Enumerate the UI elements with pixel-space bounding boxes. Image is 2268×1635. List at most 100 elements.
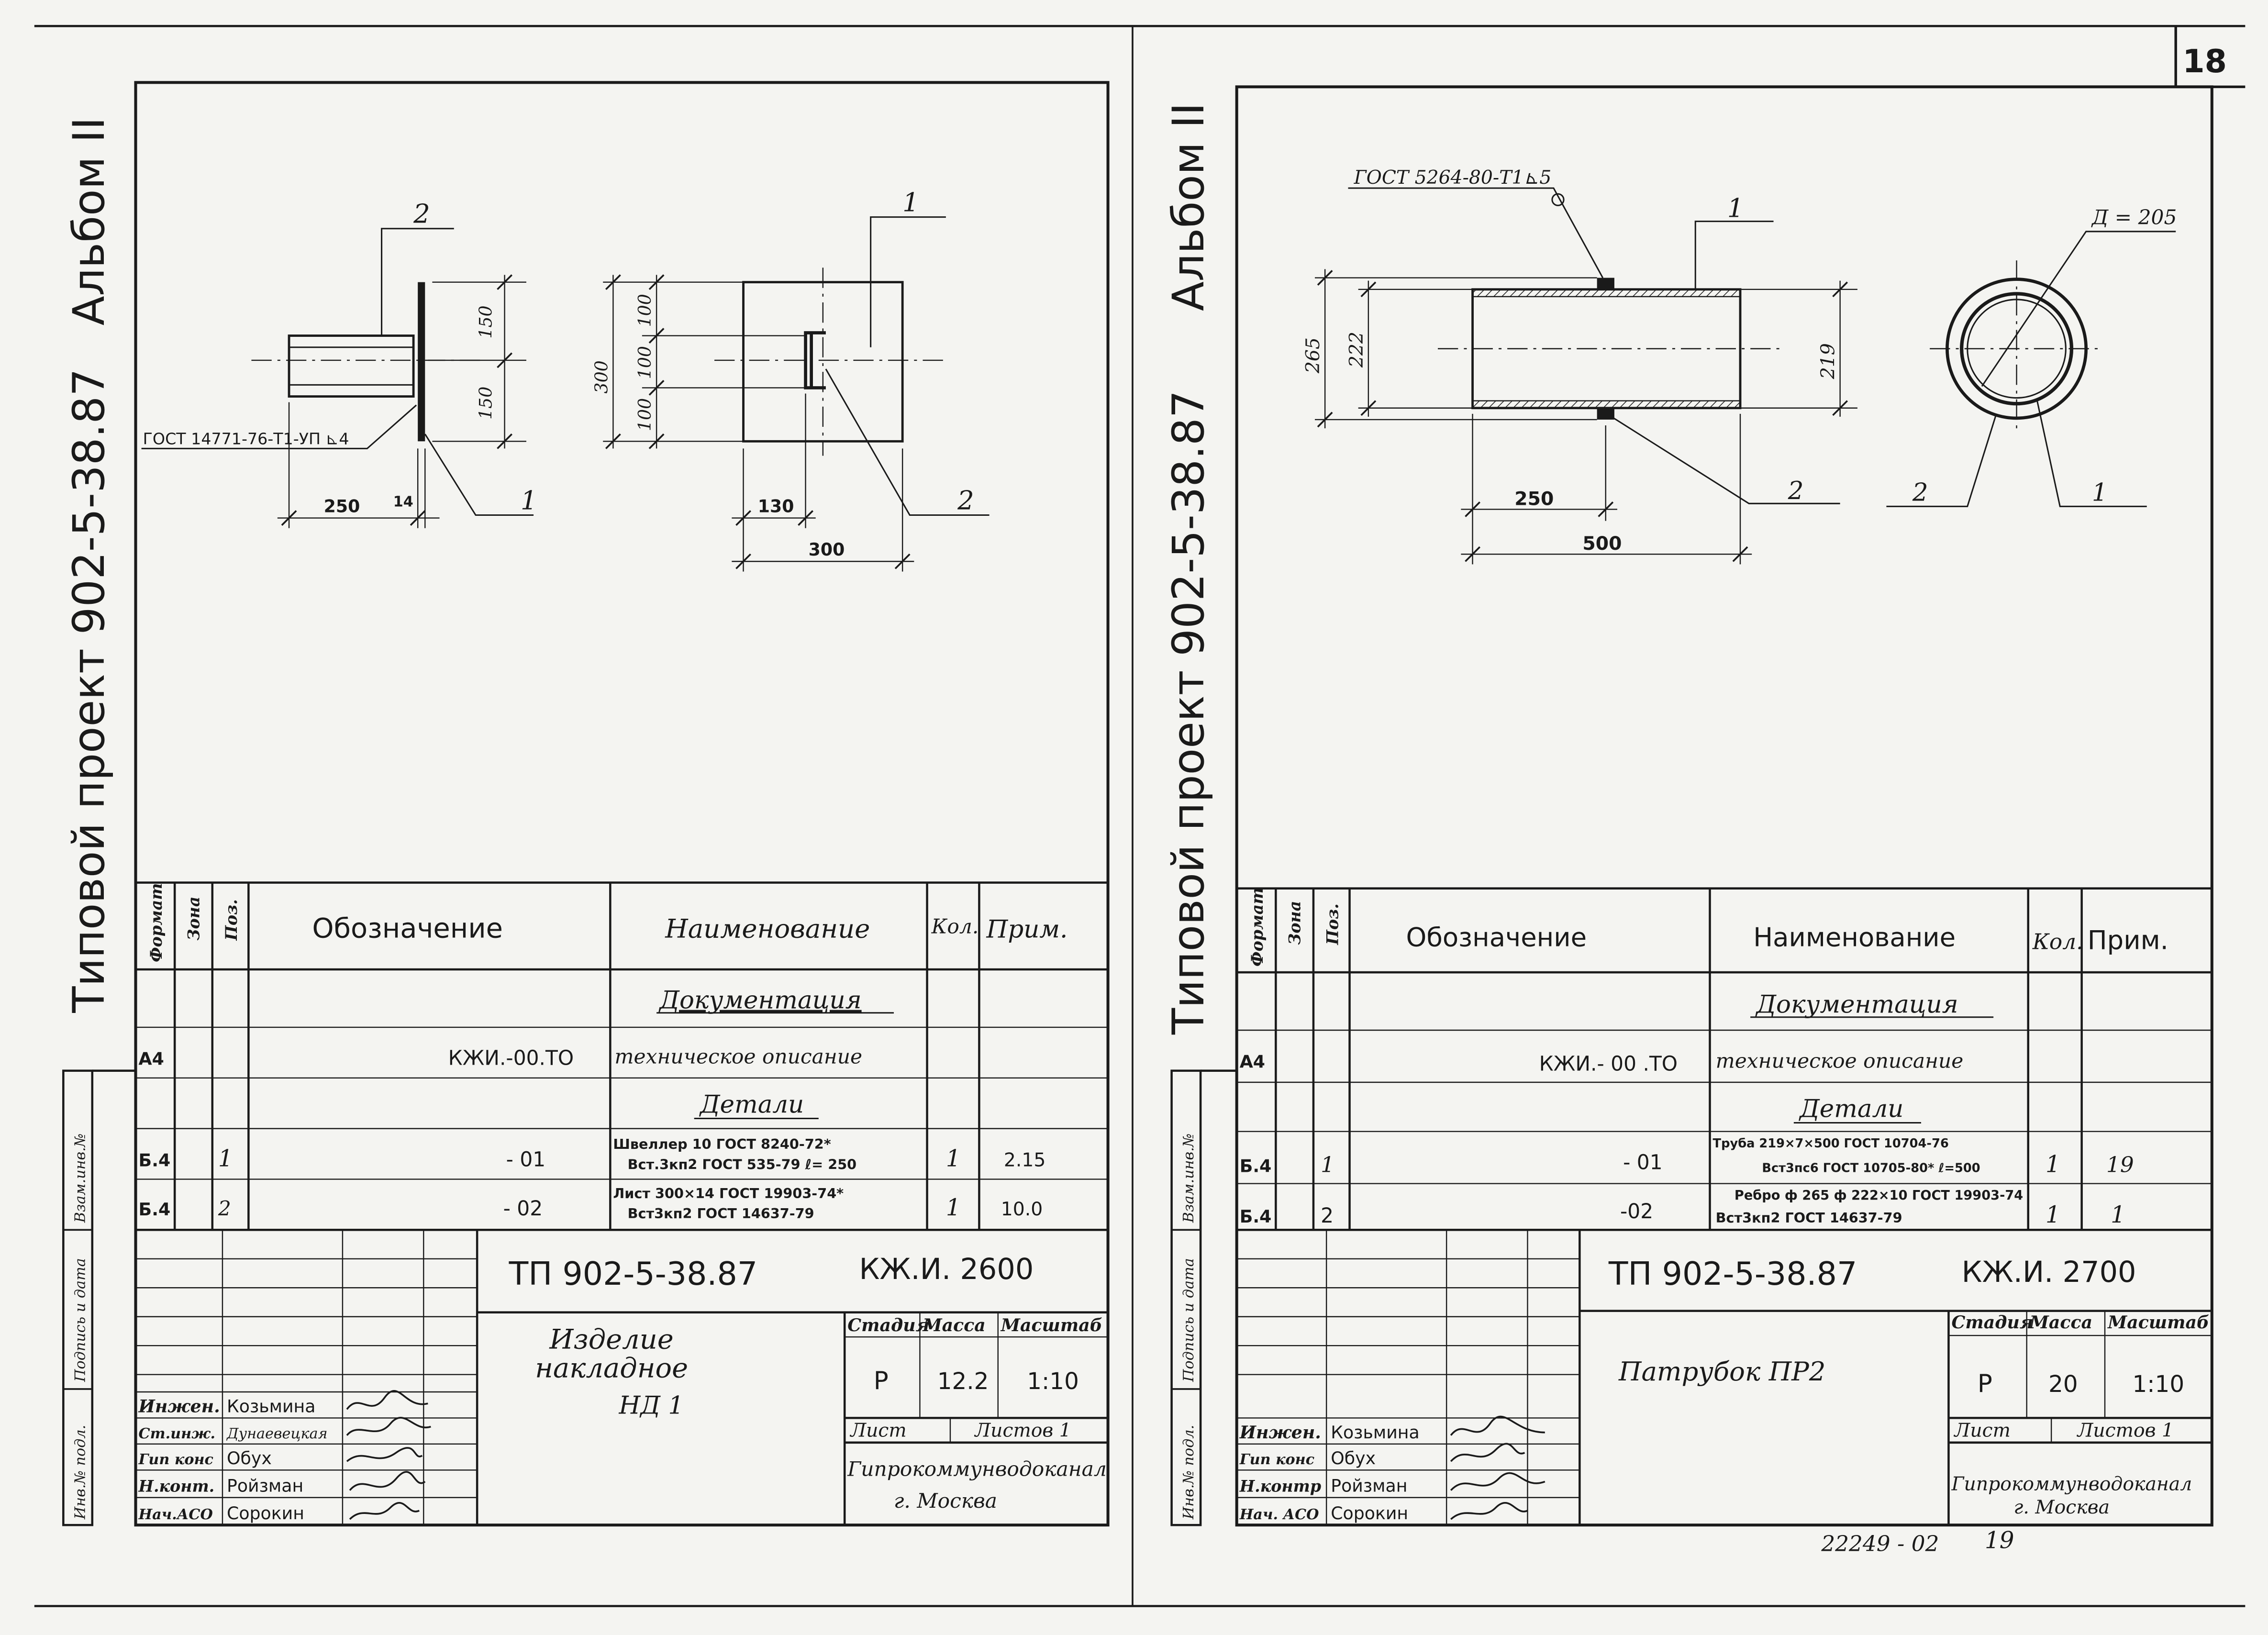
stamp-label-inv-replace: Взам.инв.№: [72, 1134, 89, 1223]
header-zone-right: Зона: [1286, 901, 1304, 945]
header-note-right: Прим.: [2088, 925, 2168, 956]
row1-format-right: Б.4: [1240, 1156, 1272, 1176]
title-block-right: ТП 902-5-38.87 КЖ.И. 2700 Патрубок ПР2 С…: [1236, 1230, 2212, 1525]
row1-name-line1-right: Труба 219×7×500 ГОСТ 10704-76: [1713, 1136, 1949, 1151]
tb-scale-right: 1:10: [2132, 1371, 2184, 1398]
tb-mass-label: Масса: [922, 1315, 986, 1335]
tb-stage-right: Р: [1978, 1369, 1992, 1398]
dim-300-bottom: 300: [809, 539, 845, 560]
footer-code: 22249 - 02: [1821, 1531, 1939, 1557]
row1-qty-right: 1: [2046, 1151, 2060, 1178]
dim-100-b: 100: [634, 346, 655, 379]
row1-qty: 1: [946, 1145, 961, 1172]
tb-sheet-label: Лист: [849, 1420, 906, 1442]
footer-page: 19: [1985, 1527, 2014, 1554]
rib-top: [1597, 278, 1614, 289]
drawing-frame: [134, 81, 1110, 1527]
dim-219: 219: [1818, 343, 1839, 379]
tb-project-right: ТП 902-5-38.87: [1608, 1255, 1857, 1292]
dim-130: 130: [758, 496, 794, 516]
tb-role-3: Гип конс: [138, 1451, 213, 1468]
row2-pos-right: 2: [1321, 1204, 1334, 1227]
tb-stage-label-right: Стадия: [1952, 1312, 2034, 1333]
tb-name-1-right: Козьмина: [1331, 1422, 1419, 1443]
row2-note-right: 1: [2111, 1201, 2125, 1228]
tb-name-4-right: Сорокин: [1331, 1503, 1408, 1524]
dim-100-c: 100: [634, 398, 655, 431]
spec-table-right: Формат Зона Поз. Обозначение Наименовани…: [1236, 887, 2212, 1231]
tb-stage-label: Стадия: [847, 1315, 929, 1335]
tb-role-1: Инжен.: [138, 1396, 220, 1416]
row2-designation-right: -02: [1620, 1200, 1653, 1223]
stamp-strip-right: Инв.№ подл. Подпись и дата Взам.инв.№: [1170, 1069, 1237, 1526]
signatures: [346, 1390, 431, 1520]
tb-name-2-right: Обух: [1331, 1448, 1376, 1468]
title-block: ТП 902-5-38.87 КЖ.И. 2600 Изделие наклад…: [135, 1230, 1108, 1525]
header-format: Формат: [147, 883, 166, 962]
tb-name-3-right: Ройзман: [1331, 1476, 1407, 1496]
tb-role-4: Н.конт.: [138, 1477, 215, 1496]
row2-qty: 1: [946, 1194, 961, 1221]
header-note: Прим.: [986, 915, 1068, 944]
page-number-box: 18: [2174, 26, 2246, 89]
plate-section: [418, 282, 425, 442]
tb-mass-right: 20: [2048, 1371, 2078, 1398]
tb-role-4-right: Нач. АСО: [1239, 1506, 1319, 1523]
tb-code-right: КЖ.И. 2700: [1962, 1256, 2136, 1289]
header-name-right: Наименование: [1753, 922, 1956, 953]
stamp-label-inv-replace-right: Взам.инв.№: [1180, 1134, 1197, 1223]
callout-pos2-end: 2: [1912, 478, 1928, 507]
tb-role-5: Нач.АСО: [138, 1506, 213, 1523]
dim-250: 250: [324, 496, 360, 516]
doc-row-designation: КЖИ.-00.ТО: [448, 1046, 574, 1070]
row1-note-right: 19: [2106, 1152, 2134, 1177]
stamp-strip: Инв.№ подл. Подпись и дата Взам.инв.№: [62, 1069, 136, 1526]
doc-row-designation-right: КЖИ.- 00 .ТО: [1539, 1052, 1678, 1076]
tb-org-line1: Гипрокоммунводоканал: [847, 1457, 1107, 1480]
pipe-end-view: Д = 205 2 1: [1886, 206, 2177, 507]
tb-name-3: Обух: [227, 1448, 272, 1468]
row1-pos: 1: [218, 1145, 233, 1172]
doc-row-name: техническое описание: [614, 1045, 862, 1068]
pipe-wall-bottom: [1472, 400, 1741, 409]
stamp-label-inv: Инв.№ подл.: [72, 1425, 89, 1520]
tb-role-2: Ст.инж.: [139, 1425, 216, 1442]
channel-side-view: 2 1 ГОСТ 14771-76-Т1-УП ⊾4 150 150 25: [141, 199, 537, 528]
section-details-right: Детали: [1799, 1094, 1903, 1123]
row2-name-line1: Лист 300×14 ГОСТ 19903-74*: [613, 1185, 844, 1201]
callout-pos1-end: 1: [2092, 478, 2108, 507]
pipe-wall-top: [1472, 289, 1741, 298]
row2-name-line2: Вст3кп2 ГОСТ 14637-79: [628, 1205, 814, 1222]
row2-designation: - 02: [503, 1197, 543, 1220]
callout-pos1-top: 1: [902, 187, 919, 217]
row1-name-line2: Вст.3кп2 ГОСТ 535-79 ℓ= 250: [628, 1156, 857, 1172]
tb-scale: 1:10: [1027, 1368, 1079, 1395]
tb-scale-label: Масштаб: [1000, 1315, 1102, 1335]
dim-14: 14: [393, 493, 413, 510]
tb-name-1: Козьмина: [227, 1396, 315, 1416]
doc-row-format: А4: [139, 1049, 164, 1069]
channel-body: [288, 334, 415, 398]
tb-name-5: Сорокин: [227, 1503, 304, 1524]
sheet-left: Типовой проект 902-5-38.87 Альбом II Инв…: [62, 81, 1110, 1527]
header-qty-right: Кол.: [2032, 929, 2083, 955]
tb-role-2-right: Гип конс: [1239, 1451, 1314, 1468]
row2-name-line1-right: Ребро ф 265 ф 222×10 ГОСТ 19903-74: [1734, 1188, 2023, 1203]
callout-pos2-top: 2: [413, 199, 430, 229]
tb-code: КЖ.И. 2600: [859, 1253, 1034, 1286]
dim-100-a: 100: [634, 294, 655, 327]
tb-product-right: Патрубок ПР2: [1618, 1356, 1825, 1387]
callout-pos2-side-right: 2: [1788, 477, 1804, 505]
dim-265: 265: [1302, 337, 1324, 374]
header-name: Наименование: [665, 913, 870, 944]
tb-product-line3: НД 1: [618, 1391, 684, 1420]
side-title-main: Типовой проект 902-5-38.87: [64, 368, 114, 1013]
tb-sheets-label: Листов 1: [974, 1420, 1071, 1442]
row2-format: Б.4: [139, 1199, 171, 1220]
row2-qty-right: 1: [2046, 1201, 2060, 1228]
tb-org-line2: г. Москва: [894, 1489, 997, 1513]
weld-note: ГОСТ 14771-76-Т1-УП ⊾4: [143, 429, 349, 448]
stamp-label-inv-right: Инв.№ подл.: [1180, 1425, 1197, 1520]
tb-product-line1: Изделие: [549, 1323, 673, 1355]
